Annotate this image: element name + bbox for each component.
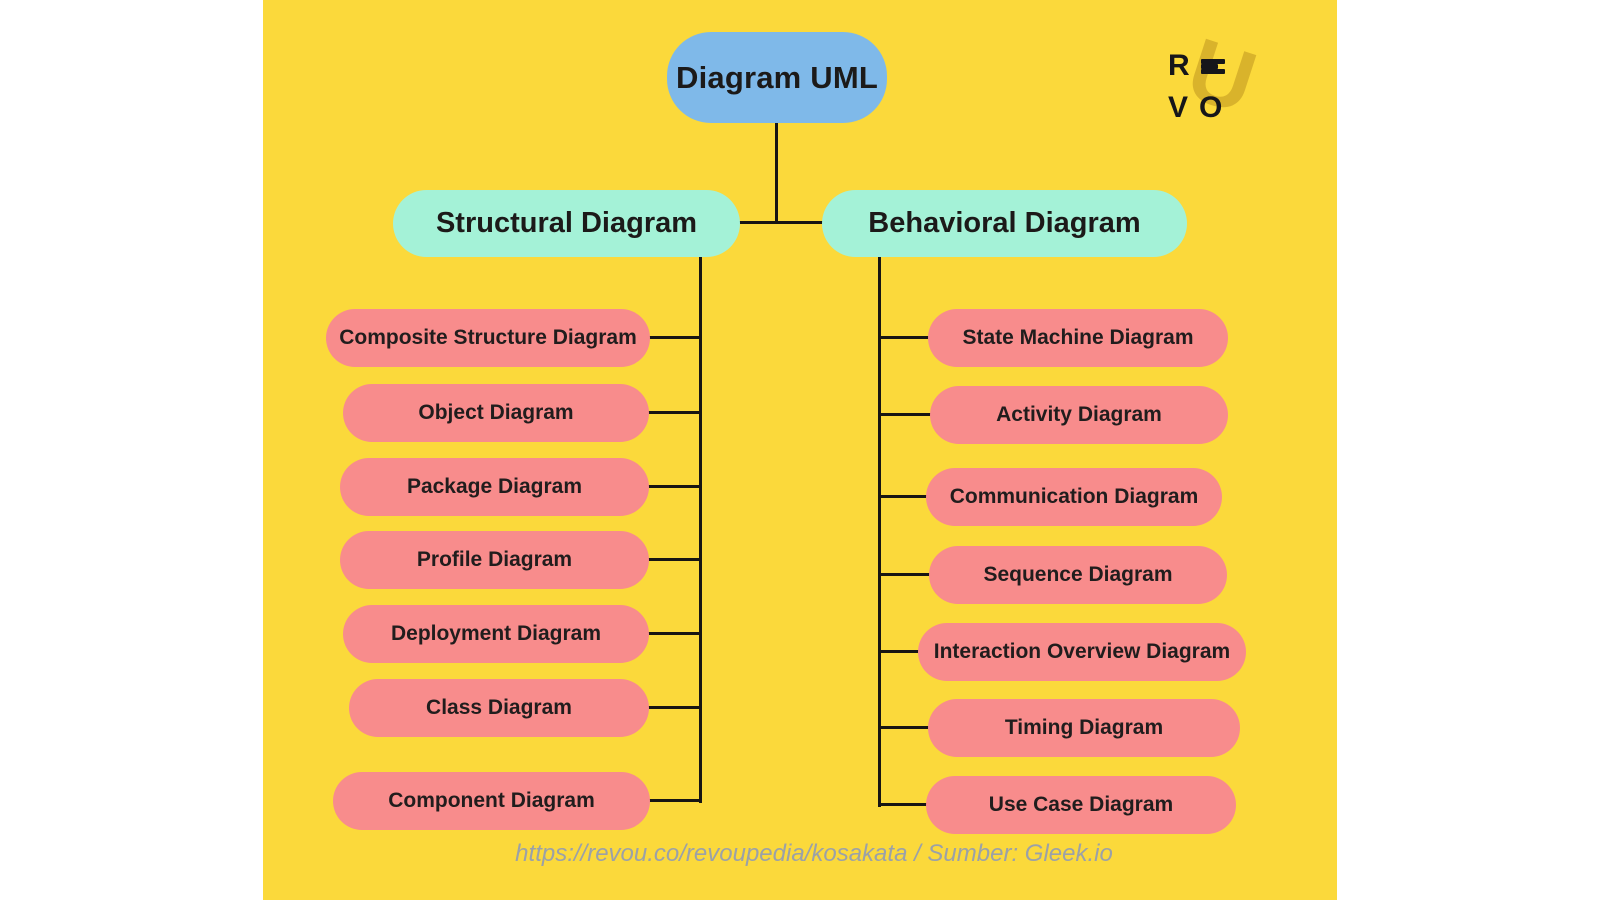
logo-letter-r: R (1168, 49, 1190, 82)
leaf-node-deployment-diagram: Deployment Diagram (343, 605, 649, 663)
behavioral-connector-line (879, 573, 934, 576)
leaf-node-composite-structure-diagram: Composite Structure Diagram (326, 309, 650, 367)
leaf-node-activity-diagram: Activity Diagram (930, 386, 1228, 444)
leaf-node-interaction-overview-diagram: Interaction Overview Diagram (918, 623, 1246, 681)
structural-connector-line (640, 336, 702, 339)
root-connector-line (775, 123, 778, 223)
logo-e-bars-icon (1200, 58, 1225, 74)
branch-bridge-line (724, 221, 824, 224)
behavioral-connector-line (879, 495, 934, 498)
leaf-node-object-diagram: Object Diagram (343, 384, 649, 442)
leaf-node-sequence-diagram: Sequence Diagram (929, 546, 1227, 604)
leaf-node-component-diagram: Component Diagram (333, 772, 650, 830)
behavioral-connector-line (879, 726, 934, 729)
logo-letter-o: O (1199, 91, 1223, 124)
structural-connector-line (640, 706, 702, 709)
leaf-node-package-diagram: Package Diagram (340, 458, 649, 516)
source-caption: https://revou.co/revoupedia/kosakata / S… (515, 840, 1113, 867)
structural-connector-line (640, 632, 702, 635)
behavioral-connector-line (879, 650, 934, 653)
structural-connector-line (640, 799, 702, 802)
structural-connector-line (640, 411, 702, 414)
structural-connector-line (640, 485, 702, 488)
leaf-node-state-machine-diagram: State Machine Diagram (928, 309, 1228, 367)
leaf-node-profile-diagram: Profile Diagram (340, 531, 649, 589)
behavioral-connector-line (879, 413, 934, 416)
structural-trunk-line (699, 255, 702, 803)
leaf-node-class-diagram: Class Diagram (349, 679, 649, 737)
revou-logo: U R V O (1168, 19, 1267, 133)
branch-node-behavioral: Behavioral Diagram (822, 190, 1187, 257)
behavioral-connector-line (879, 336, 934, 339)
leaf-node-communication-diagram: Communication Diagram (926, 468, 1222, 526)
behavioral-connector-line (879, 803, 934, 806)
yellow-panel (263, 0, 1337, 900)
logo-letter-v: V (1168, 91, 1189, 124)
structural-connector-line (640, 558, 702, 561)
root-node-diagram-uml: Diagram UML (667, 32, 887, 123)
leaf-node-timing-diagram: Timing Diagram (928, 699, 1240, 757)
branch-node-structural: Structural Diagram (393, 190, 740, 257)
behavioral-trunk-line (878, 255, 881, 807)
leaf-node-use-case-diagram: Use Case Diagram (926, 776, 1236, 834)
